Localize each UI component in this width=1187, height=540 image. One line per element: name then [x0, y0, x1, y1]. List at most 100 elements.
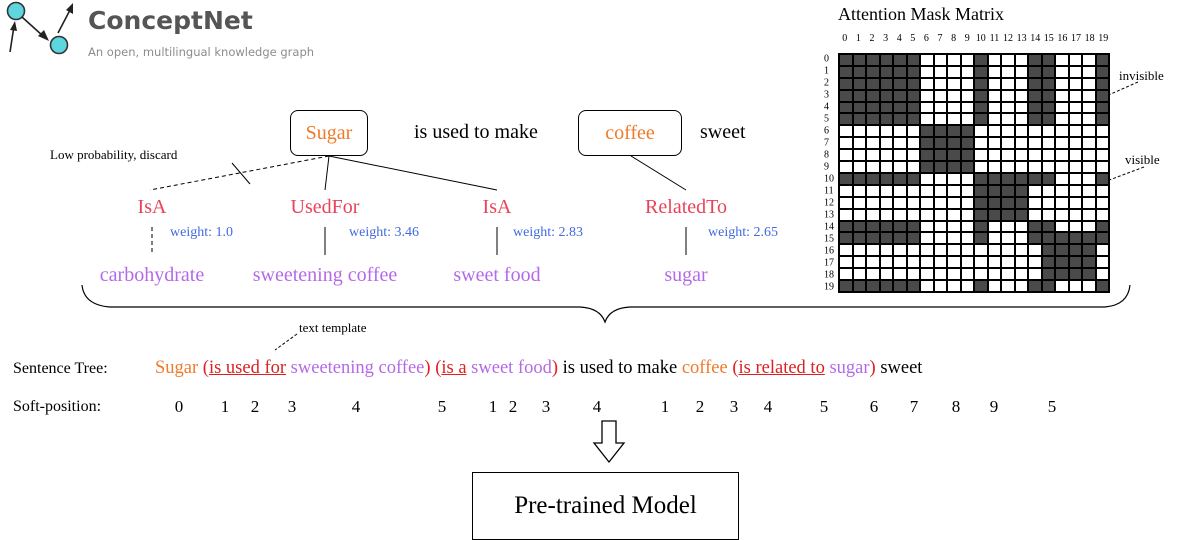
matrix-cell-invisible	[1082, 149, 1096, 162]
matrix-row-label: 11	[824, 185, 834, 197]
matrix-cell-invisible	[866, 208, 880, 221]
matrix-cell-invisible	[960, 244, 974, 257]
matrix-cell-invisible	[974, 256, 988, 269]
matrix-cell-visible	[1082, 232, 1096, 245]
tree-paren: (	[732, 358, 739, 378]
matrix-cell-visible	[974, 196, 988, 209]
matrix-cell-invisible	[1082, 280, 1096, 292]
matrix-cell-invisible	[1095, 268, 1109, 281]
matrix-row-label: 13	[824, 209, 834, 221]
matrix-cell-visible	[1028, 54, 1042, 66]
matrix-cell-invisible	[1055, 137, 1069, 150]
matrix-cell-visible	[906, 280, 920, 292]
matrix-cell-invisible	[947, 256, 961, 269]
matrix-cell-invisible	[1082, 54, 1096, 66]
matrix-cell-invisible	[1095, 244, 1109, 257]
matrix-cell-invisible	[1055, 77, 1069, 90]
matrix-cell-invisible	[1082, 220, 1096, 233]
matrix-cell-visible	[1028, 220, 1042, 233]
matrix-cell-visible	[1055, 244, 1069, 257]
entity-label: carbohydrate	[99, 264, 205, 286]
matrix-cell-invisible	[1095, 208, 1109, 221]
matrix-column-label: 19	[1098, 33, 1109, 44]
matrix-cell-visible	[920, 137, 934, 150]
matrix-cell-visible	[1014, 184, 1028, 197]
matrix-cell-visible	[974, 220, 988, 233]
matrix-cell-visible	[879, 280, 893, 292]
matrix-cell-visible	[852, 89, 866, 102]
matrix-cell-invisible	[1082, 125, 1096, 138]
matrix-row-label: 6	[824, 125, 829, 137]
matrix-cell-invisible	[1014, 220, 1028, 233]
matrix-column-label: 1	[855, 33, 861, 44]
matrix-cell-invisible	[839, 149, 853, 162]
soft-position-value: 4	[351, 397, 361, 416]
matrix-cell-visible	[906, 54, 920, 66]
matrix-cell-visible	[906, 101, 920, 114]
matrix-cell-invisible	[839, 244, 853, 257]
matrix-row-label: 9	[824, 161, 829, 173]
soft-position-value: 9	[989, 397, 999, 416]
matrix-cell-visible	[933, 125, 947, 138]
matrix-cell-invisible	[960, 89, 974, 102]
matrix-cell-visible	[893, 280, 907, 292]
matrix-cell-visible	[1014, 208, 1028, 221]
matrix-cell-visible	[1041, 244, 1055, 257]
matrix-cell-invisible	[866, 244, 880, 257]
matrix-cell-visible	[839, 101, 853, 114]
matrix-cell-invisible	[1068, 89, 1082, 102]
matrix-cell-visible	[1028, 101, 1042, 114]
matrix-cell-visible	[852, 113, 866, 126]
matrix-cell-invisible	[947, 268, 961, 281]
matrix-cell-invisible	[933, 65, 947, 78]
matrix-cell-invisible	[893, 125, 907, 138]
matrix-cell-visible	[933, 161, 947, 173]
matrix-cell-visible	[1041, 54, 1055, 66]
matrix-cell-invisible	[1055, 149, 1069, 162]
matrix-cell-invisible	[1014, 125, 1028, 138]
matrix-cell-invisible	[1014, 65, 1028, 78]
matrix-cell-invisible	[866, 196, 880, 209]
soft-position-label: Soft-position:	[13, 398, 102, 415]
matrix-cell-invisible	[1041, 125, 1055, 138]
matrix-cell-visible	[839, 54, 853, 66]
matrix-cell-invisible	[1001, 244, 1015, 257]
matrix-cell-visible	[1095, 77, 1109, 90]
matrix-cell-invisible	[987, 54, 1001, 66]
matrix-cell-invisible	[1014, 161, 1028, 173]
matrix-cell-invisible	[1068, 54, 1082, 66]
matrix-row-label: 18	[824, 269, 834, 281]
matrix-cell-invisible	[852, 244, 866, 257]
matrix-cell-invisible	[879, 268, 893, 281]
matrix-cell-visible	[974, 208, 988, 221]
matrix-cell-invisible	[933, 77, 947, 90]
matrix-cell-visible	[974, 113, 988, 126]
matrix-cell-visible	[893, 220, 907, 233]
matrix-cell-visible	[1068, 232, 1082, 245]
matrix-cell-invisible	[839, 208, 853, 221]
matrix-column-label: 13	[1016, 33, 1027, 44]
matrix-cell-visible	[839, 172, 853, 185]
matrix-cell-invisible	[920, 65, 934, 78]
matrix-cell-visible	[852, 220, 866, 233]
matrix-cell-visible	[933, 149, 947, 162]
matrix-cell-invisible	[1068, 113, 1082, 126]
attention-matrix	[838, 53, 1110, 293]
matrix-cell-invisible	[866, 256, 880, 269]
matrix-cell-invisible	[947, 77, 961, 90]
matrix-cell-visible	[1095, 113, 1109, 126]
matrix-cell-invisible	[1028, 196, 1042, 209]
matrix-cell-invisible	[960, 268, 974, 281]
matrix-cell-visible	[1028, 89, 1042, 102]
matrix-row-label: 14	[824, 221, 834, 233]
relation-label: IsA	[137, 196, 167, 218]
matrix-cell-invisible	[1028, 184, 1042, 197]
matrix-cell-visible	[960, 161, 974, 173]
matrix-cell-invisible	[1068, 101, 1082, 114]
matrix-cell-invisible	[1082, 208, 1096, 221]
matrix-cell-invisible	[987, 101, 1001, 114]
matrix-column-label: 6	[923, 33, 929, 44]
soft-position-value: 0	[174, 397, 184, 416]
matrix-cell-visible	[1001, 196, 1015, 209]
matrix-column-label: 9	[964, 33, 970, 44]
